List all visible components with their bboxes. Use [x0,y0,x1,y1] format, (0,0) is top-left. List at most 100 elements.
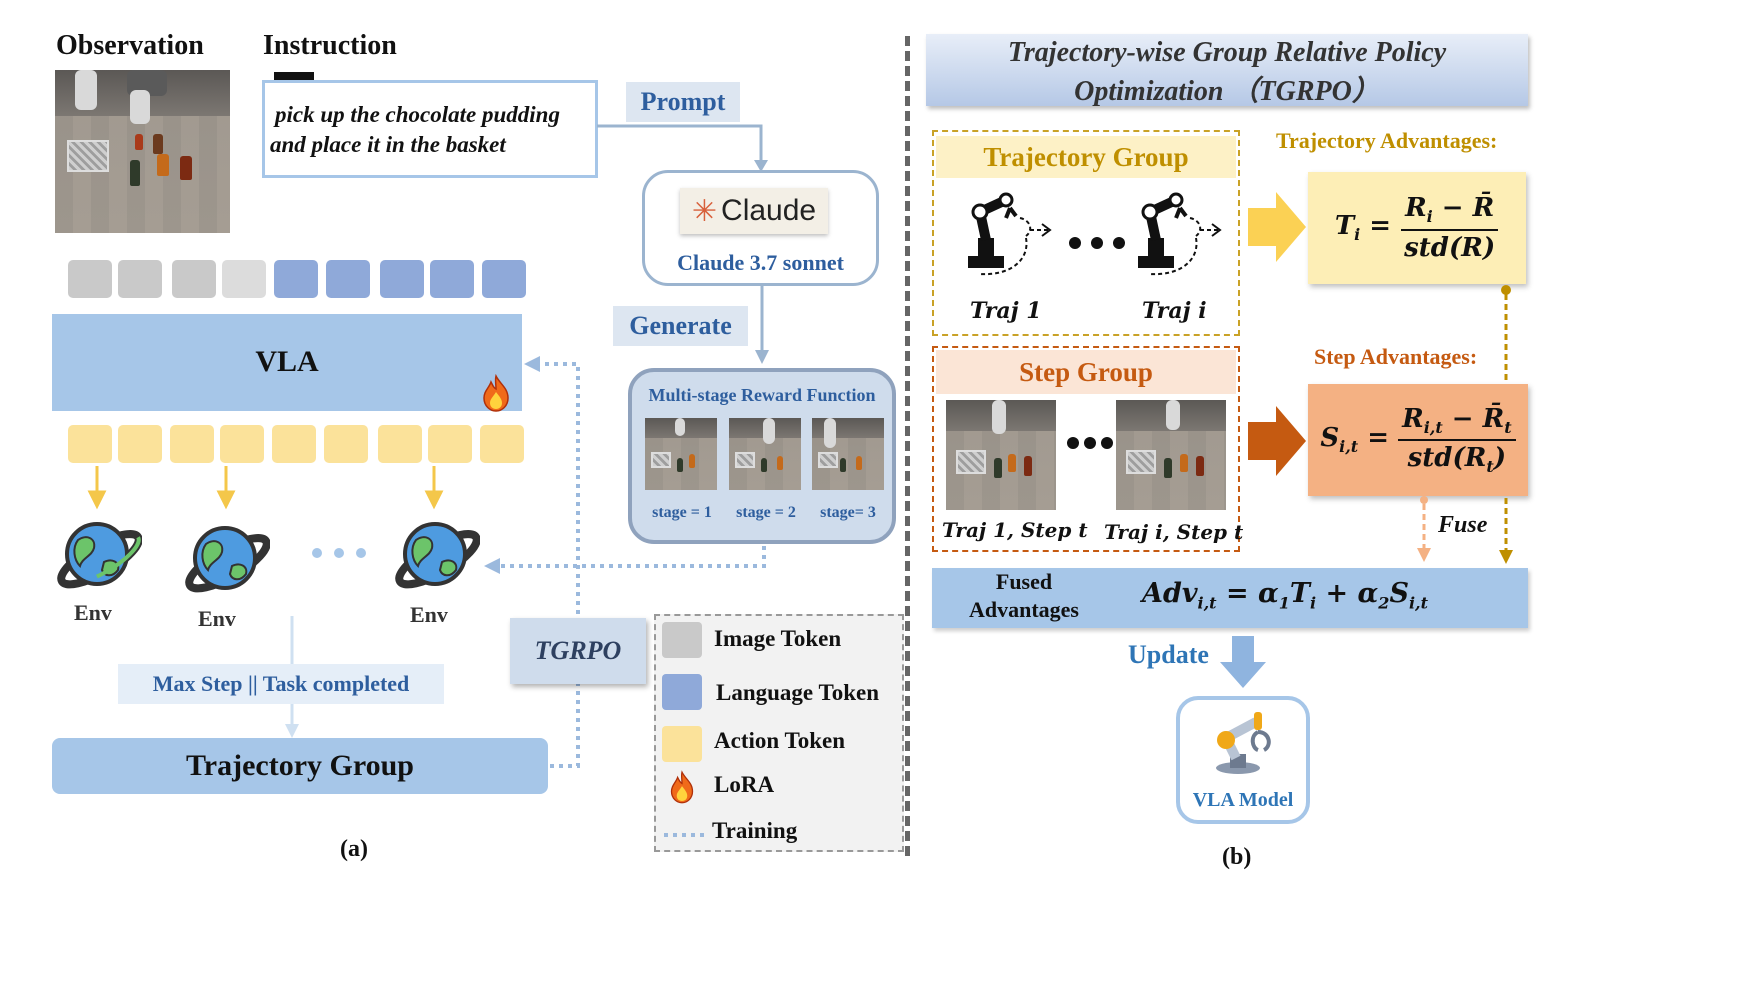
stage-1-image [645,418,717,490]
legend-dotted-line-icon [664,826,706,844]
caption-b: (b) [1222,844,1252,870]
generate-label: Generate [613,306,748,346]
robot-arm-icon [1216,712,1271,774]
claude-logo: ✳ Claude [680,188,828,234]
observation-image [55,70,230,233]
env-globe-icon [57,522,142,589]
update-label: Update [1128,640,1209,669]
step-advantages-label: Step Advantages: [1314,344,1478,369]
tgrpo-tag: TGRPO [510,618,646,684]
env-globe-icon [395,522,480,589]
legend-label-image: Image Token [714,626,842,651]
tgrpo-title-line1: Trajectory-wise Group Relative Policy [1007,37,1447,68]
generate-arrow [755,286,769,364]
action-token [378,425,422,463]
max-step-label: Max Step || Task completed [118,664,444,704]
env-label-3: Env [410,602,448,627]
trajectory-group-box [932,130,1240,336]
language-token [274,260,318,298]
fuse-label: Fuse [1438,512,1488,538]
claude-logo-text: Claude [721,194,817,227]
fused-advantages-bar [932,568,1528,628]
stage-2-image [729,418,801,490]
language-token [430,260,474,298]
legend-label-lora: LoRA [714,772,775,797]
ellipsis-dots [310,546,370,565]
action-token [480,425,524,463]
reward-function-title: Multi-stage Reward Function [648,384,876,405]
vla-model-label: VLA Model [1192,788,1294,811]
training-feedback-path [484,356,766,768]
image-token [118,260,162,298]
claude-model-label: Claude 3.7 sonnet [677,250,844,275]
ellipsis-dots [1068,236,1128,255]
language-token [482,260,526,298]
legend-swatch-action [662,726,702,762]
action-token [220,425,264,463]
stage-label-3: stage= 3 [820,504,876,521]
env-label-1: Env [74,600,112,625]
prompt-label: Prompt [626,82,740,122]
step-group-label: Step Group [936,350,1236,394]
fuse-connectors [1417,285,1513,564]
legend-swatch-image [662,622,702,658]
action-to-env-arrows [87,466,444,510]
instruction-text-line1: pick up the chocolate pudding [275,102,560,127]
instruction-text-line2: and place it in the basket [270,132,506,157]
action-token [272,425,316,463]
stage-3-image [812,418,884,490]
update-arrow [1220,636,1266,688]
vla-block [52,314,522,411]
fused-advantage-formula: Advi,t = α1Ti + α2Si,t [1142,578,1428,613]
image-token [222,260,266,298]
step-group-box [932,346,1240,552]
action-token [68,425,112,463]
instruction-box [262,80,598,178]
fire-icon [480,373,512,417]
instruction-label: Instruction [263,30,397,61]
ellipsis-dots [1066,436,1114,455]
legend-label-language: Language Token [716,680,879,705]
legend-label-action: Action Token [714,728,846,753]
trajectory-arrow [1248,192,1306,262]
trajectory-group-label: Trajectory Group [936,136,1236,178]
traj-label-i: Traj i [1142,298,1207,324]
step-label-i: Traj i, Step t [1104,520,1244,544]
claude-star-icon: ✳ [691,193,718,229]
panel-divider [905,36,910,856]
stage-label-1: stage = 1 [652,504,712,521]
action-token [324,425,368,463]
step-image-1 [946,400,1056,510]
image-token [68,260,112,298]
tgrpo-title-line2: Optimization （TGRPO） [1074,76,1380,107]
robot-arm-icon [1138,192,1222,276]
trajectory-advantage-formula: Ti = Ri − R̄std(R) [1308,172,1526,284]
language-token [380,260,424,298]
observation-label: Observation [56,30,204,61]
fused-label-line1: Fused [995,569,1053,594]
stage-label-2: stage = 2 [736,504,796,521]
traj-label-1: Traj 1 [970,298,1042,324]
step-label-1: Traj 1, Step t [942,518,1088,542]
tgrpo-title-box [926,34,1528,106]
action-token [170,425,214,463]
vla-label: VLA [255,345,319,378]
caption-a: (a) [340,836,368,862]
action-token [118,425,162,463]
env-globe-icon [185,526,270,593]
language-token [326,260,370,298]
fused-label-line2: Advantages [968,597,1079,622]
action-token [428,425,472,463]
step-arrow [1248,406,1306,476]
prompt-arrow [597,124,768,172]
legend-swatch-language [662,674,702,710]
trajectory-group-block: Trajectory Group [52,738,548,794]
trajectory-advantages-label: Trajectory Advantages: [1276,128,1498,153]
image-token [172,260,216,298]
env-label-2: Env [198,606,236,631]
step-image-i [1116,400,1226,510]
legend-label-training: Training [712,818,798,843]
robot-arm-icon [968,192,1052,276]
legend-fire-icon [668,770,696,809]
